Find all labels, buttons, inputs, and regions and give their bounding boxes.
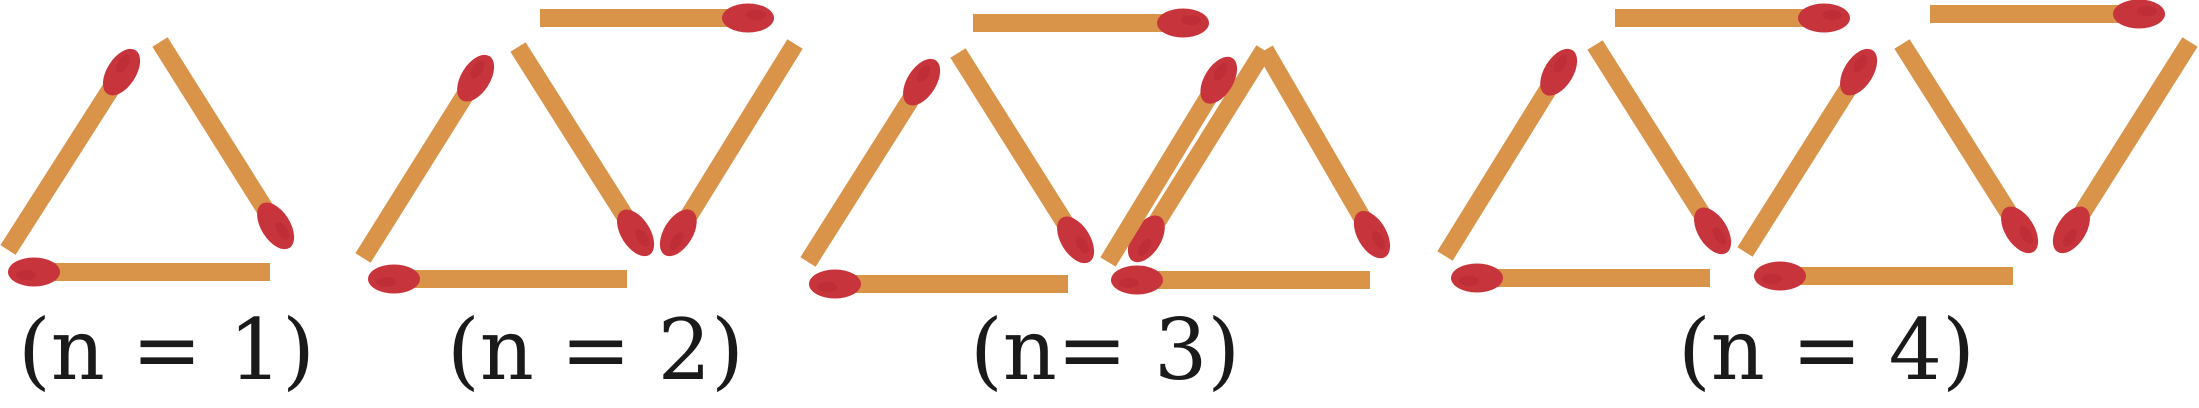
matchstick-head — [903, 58, 941, 106]
matchstick — [1111, 265, 1370, 295]
matchstick — [1451, 263, 1710, 293]
matchstick — [809, 269, 1068, 299]
matchstick — [1437, 48, 1578, 261]
matchstick-head — [2113, 0, 2165, 29]
matchstick-body — [400, 270, 627, 288]
matchstick-body — [540, 9, 742, 27]
matchstick-head — [457, 54, 495, 102]
matchstick-body — [1143, 271, 1370, 289]
matchstick-head-shade — [470, 60, 485, 79]
matchstick-head-shade — [1853, 54, 1868, 73]
matchstick-body — [841, 275, 1068, 293]
matchstick — [1894, 39, 2039, 254]
matchstick-head-shade — [1822, 10, 1842, 20]
matchstick-body — [1615, 9, 1818, 27]
matchstick — [510, 42, 655, 257]
matchstick-head-shade — [635, 229, 650, 247]
matchstick-body — [1894, 39, 2024, 230]
matchstick-body — [1786, 267, 2013, 285]
matchstick — [1127, 45, 1272, 263]
panel-label-n2: (n = 2) — [447, 301, 744, 399]
matchstick-head — [1540, 48, 1578, 96]
matchstick-body — [673, 39, 803, 233]
matchstick-body — [973, 14, 1177, 32]
matchstick-head — [1200, 56, 1238, 104]
matchstick-body — [1737, 72, 1863, 257]
matchstick — [540, 3, 774, 33]
matchstick-body — [1483, 269, 1710, 287]
matchstick-body — [800, 82, 926, 267]
matchstick — [2052, 37, 2198, 254]
matchstick-body — [40, 263, 270, 281]
panel-label-n4: (n = 4) — [1678, 301, 1975, 399]
matchstick — [1257, 45, 1391, 259]
matchstick-head-shade — [275, 222, 290, 240]
matchstick — [1737, 48, 1878, 257]
matchstick-head-shade — [1119, 278, 1139, 288]
matchstick-head-shade — [16, 270, 36, 280]
panel-n2 — [355, 3, 803, 294]
matchstick-head-shade — [1181, 15, 1201, 25]
matchstick — [950, 48, 1095, 264]
matchstick-head-shade — [1712, 227, 1727, 245]
matches-layer — [0, 0, 2198, 299]
matchstick-body — [0, 72, 126, 255]
matchstick-body — [950, 48, 1081, 240]
matchstick — [368, 264, 627, 294]
matchstick-head-shade — [1075, 236, 1090, 254]
matchstick-body — [1100, 80, 1224, 267]
matchstick-head-shade — [116, 54, 131, 73]
matchstick-head-shade — [1137, 238, 1152, 257]
matchstick-head-shade — [2062, 229, 2077, 248]
matchstick-head-shade — [746, 10, 766, 20]
matchstick — [8, 257, 270, 287]
matchstick-body — [355, 78, 481, 263]
matchstick — [1615, 3, 1850, 33]
matchstick-body — [1141, 45, 1272, 239]
matchstick — [1100, 56, 1238, 267]
matchstick-head-shade — [916, 64, 931, 83]
matchstick-body — [1257, 45, 1377, 234]
matchstick — [1930, 0, 2165, 29]
matchstick — [152, 37, 295, 250]
matchstick-body — [510, 42, 640, 233]
matchstick — [1587, 40, 1732, 255]
matchstick-head-shade — [1213, 62, 1228, 81]
matchstick-head-shade — [1553, 54, 1568, 73]
matchstick — [800, 58, 941, 267]
matchstick — [0, 48, 141, 255]
matchstick — [1754, 261, 2013, 291]
matchstick — [659, 39, 803, 257]
matchstick-head-shade — [376, 277, 396, 287]
panel-label-n3: (n= 3) — [970, 301, 1241, 399]
matchstick-head-shade — [1371, 231, 1386, 250]
matchstick-head-shade — [1459, 276, 1479, 286]
matchstick-head-shade — [669, 232, 684, 251]
matchstick-head-shade — [817, 282, 837, 292]
matchstick-body — [1930, 5, 2133, 23]
panel-n3 — [800, 8, 1391, 299]
matchstick-body — [152, 37, 281, 226]
matchstick — [973, 8, 1209, 38]
matchstick — [355, 54, 495, 263]
panel-n1 — [0, 37, 295, 287]
matchstick-head-shade — [2019, 226, 2034, 244]
matchstick-body — [1587, 40, 1717, 231]
matchstick-body — [1437, 72, 1564, 261]
matchstick-body — [2066, 37, 2198, 230]
panel-label-n1: (n = 1) — [18, 301, 315, 399]
matchstick-head-shade — [1762, 274, 1782, 284]
matchstick-head-shade — [2137, 6, 2157, 16]
panel-n4 — [1437, 0, 2198, 293]
